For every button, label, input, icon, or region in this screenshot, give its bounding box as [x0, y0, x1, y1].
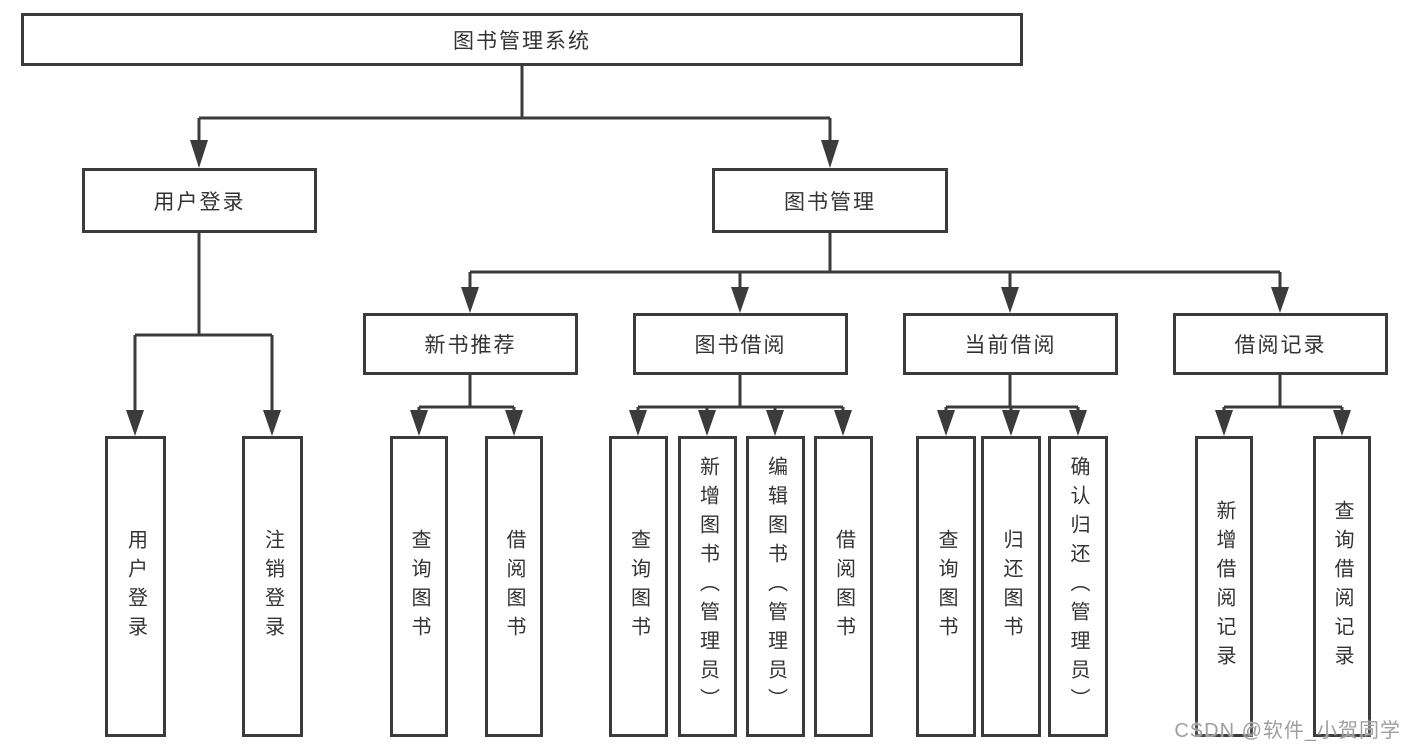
- node-label: 查询借阅记录: [1331, 499, 1353, 674]
- node-user-login: 用户登录: [82, 168, 317, 233]
- edges-user-login: [126, 233, 281, 436]
- leaf-borrowing-borrow-books: 借阅图书: [814, 436, 873, 737]
- node-root: 图书管理系统: [21, 13, 1023, 66]
- leaf-borrowing-edit-books-admin: 编辑图书（管理员）: [746, 436, 805, 737]
- node-label: 借阅图书: [503, 528, 525, 645]
- arrowhead-icon: [263, 410, 281, 436]
- node-label: 注销登录: [261, 528, 284, 645]
- arrowhead-icon: [1333, 410, 1351, 436]
- node-label: 图书借阅: [694, 334, 787, 357]
- arrowhead-icon: [937, 410, 955, 436]
- edges-root: [190, 66, 839, 168]
- watermark: CSDN @软件_小贺同学: [1174, 720, 1401, 742]
- leaf-recommend-query-books: 查询图书: [390, 436, 448, 737]
- node-label: 借阅图书: [832, 528, 855, 645]
- arrowhead-icon: [821, 140, 839, 168]
- arrowhead-icon: [1001, 287, 1019, 313]
- node-label: 查询图书: [408, 528, 430, 645]
- edges-new-book-recommendation: [410, 375, 523, 436]
- node-label: 新书推荐: [424, 334, 517, 357]
- node-label: 编辑图书（管理员）: [764, 456, 787, 717]
- arrowhead-icon: [731, 287, 749, 313]
- arrowhead-icon: [190, 140, 208, 168]
- arrowhead-icon: [1069, 410, 1087, 436]
- node-label: 新增图书（管理员）: [696, 456, 719, 717]
- node-book-management: 图书管理: [712, 168, 948, 233]
- node-label: 图书管理系统: [453, 29, 591, 53]
- node-label: 图书管理: [784, 190, 876, 214]
- leaf-borrowing-query-books: 查询图书: [609, 436, 668, 737]
- arrowhead-icon: [410, 410, 428, 436]
- leaf-borrowing-add-books-admin: 新增图书（管理员）: [678, 436, 737, 737]
- edges-borrowing-records: [1215, 375, 1351, 436]
- leaf-current-query-books: 查询图书: [916, 436, 976, 737]
- arrowhead-icon: [1002, 410, 1020, 436]
- node-borrowing-records: 借阅记录: [1173, 313, 1388, 375]
- node-label: 查询图书: [627, 528, 650, 645]
- arrowhead-icon: [766, 410, 784, 436]
- node-label: 确认归还（管理员）: [1067, 456, 1089, 717]
- arrowhead-icon: [629, 410, 647, 436]
- node-book-borrowing: 图书借阅: [633, 313, 848, 375]
- leaf-current-confirm-return-admin: 确认归还（管理员）: [1048, 436, 1108, 737]
- leaf-records-query-record: 查询借阅记录: [1313, 436, 1371, 737]
- leaf-current-return-books: 归还图书: [981, 436, 1041, 737]
- leaf-recommend-borrow-books: 借阅图书: [485, 436, 543, 737]
- edges-book-management: [461, 233, 1289, 313]
- leaf-logout: 注销登录: [242, 436, 303, 737]
- arrowhead-icon: [1215, 410, 1233, 436]
- edges-current-borrowing: [937, 375, 1087, 436]
- leaf-user-login: 用户登录: [105, 436, 166, 737]
- arrowhead-icon: [698, 410, 716, 436]
- edges-book-borrowing: [629, 375, 852, 436]
- node-label: 用户登录: [124, 528, 147, 645]
- node-label: 归还图书: [1000, 528, 1022, 645]
- node-label: 用户登录: [153, 190, 246, 214]
- arrowhead-icon: [1271, 287, 1289, 313]
- node-label: 新增借阅记录: [1213, 499, 1235, 674]
- leaf-records-add-record: 新增借阅记录: [1195, 436, 1253, 737]
- node-label: 查询图书: [935, 528, 957, 645]
- node-label: 借阅记录: [1234, 334, 1327, 357]
- arrowhead-icon: [126, 410, 144, 436]
- node-new-book-recommendation: 新书推荐: [363, 313, 578, 375]
- node-current-borrowing: 当前借阅: [903, 313, 1118, 375]
- node-label: 当前借阅: [964, 334, 1057, 357]
- arrowhead-icon: [505, 410, 523, 436]
- arrowhead-icon: [834, 410, 852, 436]
- arrowhead-icon: [461, 287, 479, 313]
